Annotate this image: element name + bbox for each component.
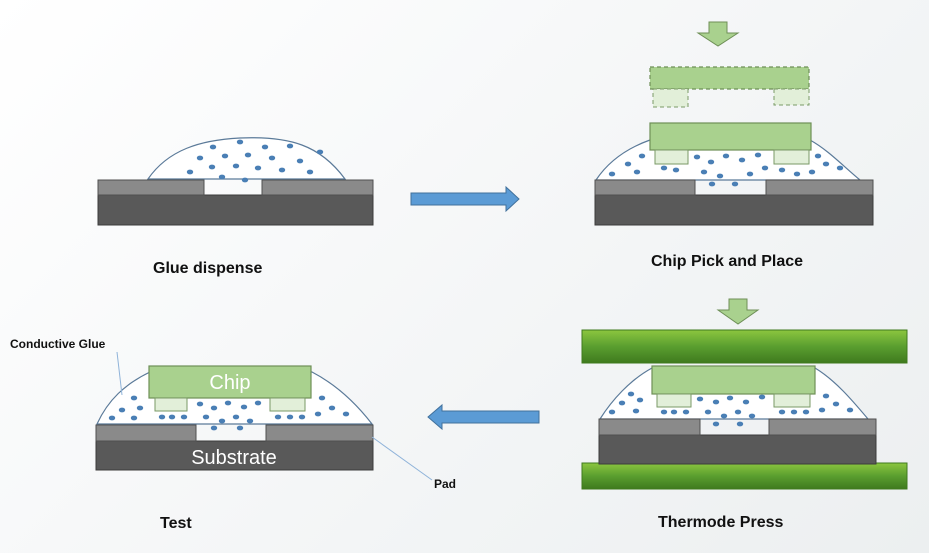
bump-right: [269, 397, 306, 412]
caption-thermode-press: Thermode Press: [658, 514, 783, 531]
pad-left: [97, 179, 205, 196]
substrate: [97, 194, 374, 226]
glue-drop: [146, 137, 347, 180]
substrate-label: Substrate: [191, 447, 277, 469]
caption-test: Test: [160, 515, 192, 532]
substrate: [598, 434, 877, 465]
thermode-bottom: [581, 462, 908, 490]
caption-glue-dispense: Glue dispense: [153, 260, 262, 277]
glue-particles: [108, 395, 350, 431]
arrow-down-icon: [696, 21, 740, 47]
chip-ghost: [649, 66, 810, 90]
bump-ghost-right: [773, 88, 810, 106]
pad-right: [261, 179, 374, 196]
conductive-glue-label: Conductive Glue: [10, 337, 106, 351]
thermode-top: [581, 329, 908, 364]
chip: [148, 365, 312, 399]
substrate: [95, 440, 374, 471]
pad-right: [265, 424, 374, 442]
pad-left: [598, 418, 701, 436]
glue-particles: [608, 391, 854, 427]
substrate: [594, 194, 874, 226]
pad-right: [768, 418, 877, 436]
step-thermode-press: Thermode Press: [581, 329, 908, 531]
glue-leader-line: [116, 351, 123, 396]
step-test: Chip Substrate Conductive Glue Pad Test: [10, 337, 456, 532]
step-glue-dispense: Glue dispense: [97, 137, 374, 277]
bump-right: [773, 393, 811, 408]
bump-left: [654, 149, 689, 165]
bump-ghost-left: [652, 88, 689, 108]
glue-particles: [186, 139, 324, 183]
bump-right: [773, 149, 810, 165]
caption-chip-pick-place: Chip Pick and Place: [651, 253, 803, 270]
arrow-down-icon: [716, 298, 760, 325]
bump-left: [154, 397, 188, 412]
chip: [651, 365, 816, 395]
arrow-left-icon: [427, 403, 540, 431]
chip-label: Chip: [209, 372, 250, 394]
pad-leader-line: [371, 436, 433, 481]
pad-left: [95, 424, 197, 442]
chip: [649, 122, 812, 151]
glue-particles: [608, 152, 844, 187]
bump-left: [656, 393, 692, 408]
arrow-right-icon: [410, 185, 520, 213]
step-chip-pick-place: Chip Pick and Place: [594, 21, 874, 270]
pad-label: Pad: [434, 477, 456, 491]
pad-right: [765, 179, 874, 196]
pad-left: [594, 179, 696, 196]
